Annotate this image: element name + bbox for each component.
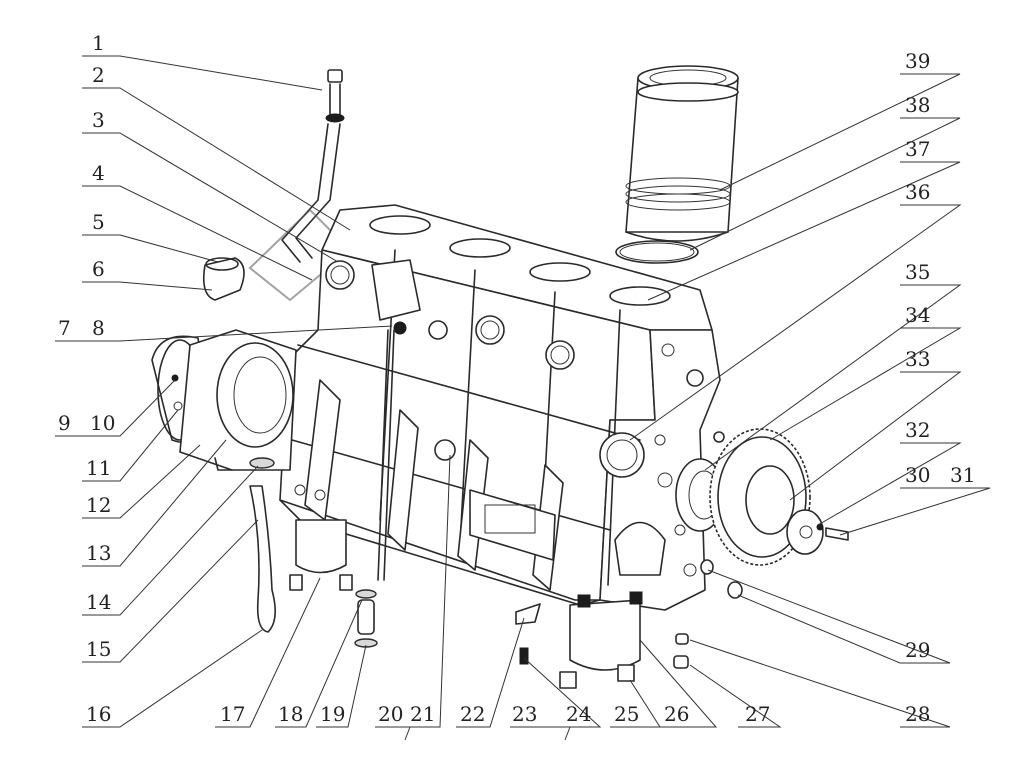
dowel-pins (673, 559, 743, 669)
label-20: 20 (378, 702, 403, 726)
label-17: 17 (220, 702, 245, 726)
label-35: 35 (905, 260, 930, 284)
label-11: 11 (86, 456, 111, 480)
label-18: 18 (278, 702, 303, 726)
engine-block (279, 204, 721, 611)
label-37: 37 (905, 137, 930, 161)
liner-o-ring (615, 240, 699, 264)
label-22: 22 (460, 702, 485, 726)
label-31: 31 (950, 463, 975, 487)
label-26: 26 (664, 702, 689, 726)
parts-drawing (151, 65, 849, 689)
label-32: 32 (905, 418, 930, 442)
label-13: 13 (86, 541, 111, 565)
label-3: 3 (92, 108, 105, 132)
label-39: 39 (905, 49, 930, 73)
label-25: 25 (614, 702, 639, 726)
label-27: 27 (745, 702, 770, 726)
rear-seal-housing (151, 329, 297, 471)
label-23: 23 (512, 702, 537, 726)
label-33: 33 (905, 347, 930, 371)
label-24: 24 (566, 702, 591, 726)
label-10: 10 (90, 411, 115, 435)
label-1: 1 (92, 31, 105, 55)
label-16: 16 (86, 702, 111, 726)
label-12: 12 (86, 493, 111, 517)
oil-pipes (249, 457, 378, 648)
label-6: 6 (92, 257, 105, 281)
callout-labels: 1 2 3 4 5 6 7 8 9 10 11 12 13 14 15 16 1… (58, 31, 975, 726)
dipstick-tube (281, 69, 345, 263)
main-bearing-caps (289, 519, 643, 689)
cylinder-liner (625, 65, 739, 242)
cam-gear-assembly (675, 428, 849, 566)
label-38: 38 (905, 93, 930, 117)
label-9: 9 (58, 411, 71, 435)
label-34: 34 (905, 303, 930, 327)
label-8: 8 (92, 316, 105, 340)
label-4: 4 (92, 161, 105, 185)
label-15: 15 (86, 637, 111, 661)
label-21: 21 (410, 702, 435, 726)
label-19: 19 (320, 702, 345, 726)
label-36: 36 (905, 180, 930, 204)
label-2: 2 (92, 63, 105, 87)
leader-lines (55, 55, 991, 741)
label-14: 14 (86, 590, 111, 614)
label-7: 7 (58, 316, 71, 340)
piston-cooling-jet (515, 603, 541, 665)
label-29: 29 (905, 638, 930, 662)
label-5: 5 (92, 210, 105, 234)
label-30: 30 (905, 463, 930, 487)
label-28: 28 (905, 702, 930, 726)
core-plug (202, 257, 245, 301)
